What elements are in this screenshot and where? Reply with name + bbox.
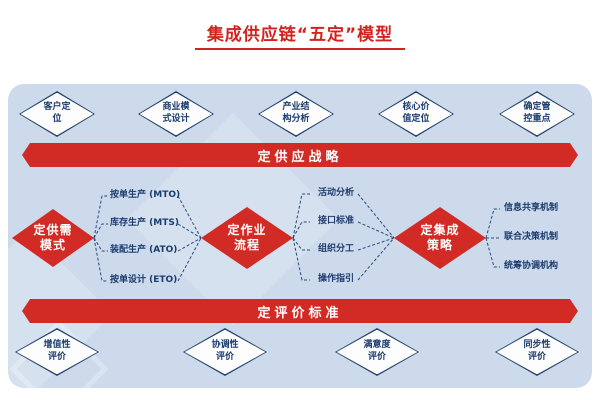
diamond-label-line1: 同步性 <box>523 340 551 351</box>
connector-line <box>292 221 310 239</box>
diamond-label-line1: 商业模 <box>162 102 190 113</box>
connector-line <box>292 193 310 239</box>
connector-line <box>177 237 202 252</box>
branch-activity-analysis: 活动分析 <box>318 188 355 198</box>
diamond-label: 协调性 评价 <box>183 328 267 376</box>
bottom-diamond-satisfaction: 满意度 评价 <box>335 328 419 376</box>
diamond-label-line2: 流程 <box>233 238 260 252</box>
diamond-label: 定作业 流程 <box>201 207 293 269</box>
diamond-label: 同步性 评价 <box>495 328 579 376</box>
branch-joint-decision: 联合决策机制 <box>504 232 559 242</box>
connector-line <box>93 237 108 282</box>
branch-org-division: 组织分工 <box>318 244 355 254</box>
connector-line <box>93 237 108 252</box>
core-diamond-supply-demand-mode: 定供需 模式 <box>12 209 94 267</box>
connector-line <box>177 195 202 239</box>
branch-ato: 装配生产 (ATO) <box>110 245 178 255</box>
branch-mto: 按单生产 (MTO) <box>110 190 181 200</box>
diamond-label: 增值性 评价 <box>15 328 99 376</box>
diamond-label-line1: 产业结 <box>282 102 310 113</box>
diamond-label-line1: 确定管 <box>523 102 551 113</box>
diamond-label-line1: 定作业 <box>227 223 267 237</box>
title-underline <box>195 48 405 50</box>
connector-line <box>292 237 310 251</box>
bottom-diamond-value-added: 增值性 评价 <box>15 328 99 376</box>
diamond-label-line2: 构分析 <box>282 114 310 124</box>
branch-mts: 库存生产 (MTS) <box>110 218 179 228</box>
top-diamond-customer-positioning: 客户定 位 <box>19 91 95 137</box>
top-diamond-core-value: 核心价 值定位 <box>378 91 454 137</box>
branch-eto: 按单设计 (ETO) <box>110 275 178 285</box>
diamond-label-line2: 式设计 <box>162 114 190 124</box>
diamond-label-line2: 值定位 <box>402 114 430 124</box>
bottom-diamond-coordination: 协调性 评价 <box>183 328 267 376</box>
diamond-label: 满意度 评价 <box>335 328 419 376</box>
diamond-label: 产业结 构分析 <box>258 91 334 137</box>
connector-line <box>177 223 202 239</box>
branch-info-sharing: 信息共享机制 <box>504 203 559 213</box>
branch-operation-guide: 操作指引 <box>318 274 355 284</box>
connector-line <box>357 237 395 281</box>
connector-lines <box>93 193 500 282</box>
diamond-label-line2: 评价 <box>527 352 546 362</box>
diamond-label: 商业模 式设计 <box>138 91 214 137</box>
connector-line <box>485 237 500 268</box>
diamond-label: 定供需 模式 <box>12 209 94 267</box>
diamond-label-line1: 满意度 <box>363 340 391 351</box>
connector-line <box>292 237 310 281</box>
diamond-label-line1: 核心价 <box>402 102 430 113</box>
bottom-diamond-synchronization: 同步性 评价 <box>495 328 579 376</box>
diamond-label-line1: 定集成 <box>420 223 460 237</box>
branch-interface-standard: 接口标准 <box>318 216 355 226</box>
diamond-label-line1: 协调性 <box>211 340 239 351</box>
diamond-label: 确定管 控重点 <box>499 91 575 137</box>
diamond-label-line1: 定供需 <box>33 223 73 237</box>
diamond-label-line1: 客户定 <box>43 102 71 113</box>
diamond-label-line2: 模式 <box>39 238 66 252</box>
top-diamond-business-model: 商业模 式设计 <box>138 91 214 137</box>
diamond-label: 客户定 位 <box>19 91 95 137</box>
connector-line <box>177 237 202 282</box>
diamond-label-line2: 控重点 <box>523 114 551 124</box>
branch-coordination-org: 统筹协调机构 <box>504 261 559 271</box>
connector-line <box>357 237 395 251</box>
core-diamond-operation-process: 定作业 流程 <box>201 207 293 269</box>
diamond-label-line1: 增值性 <box>43 340 71 351</box>
top-diamond-industry-structure: 产业结 构分析 <box>258 91 334 137</box>
diamond-label: 核心价 值定位 <box>378 91 454 137</box>
connector-line <box>357 193 395 239</box>
diamond-label-line2: 评价 <box>367 352 386 362</box>
banner-supply-strategy: 定供应战略 <box>22 143 578 167</box>
core-diamond-integration-strategy: 定集成 策略 <box>394 207 486 269</box>
diamond-label-line2: 评价 <box>215 352 234 362</box>
diagram-panel: 客户定 位 商业模 式设计 产业结 构分析 核心价 值定位 确定管 控重点 定供… <box>8 84 592 388</box>
connector-line <box>93 195 108 239</box>
page-title: 集成供应链“五定”模型 <box>206 25 394 45</box>
connector-line <box>485 208 500 239</box>
diamond-label-line2: 策略 <box>426 238 453 252</box>
connector-line <box>93 223 108 239</box>
connector-line <box>357 221 395 239</box>
top-diamond-control-points: 确定管 控重点 <box>499 91 575 137</box>
banner-evaluation-standard: 定评价标准 <box>22 299 578 323</box>
diamond-label-line2: 位 <box>52 114 62 124</box>
diamond-label: 定集成 策略 <box>394 207 486 269</box>
diamond-label-line2: 评价 <box>47 352 66 362</box>
